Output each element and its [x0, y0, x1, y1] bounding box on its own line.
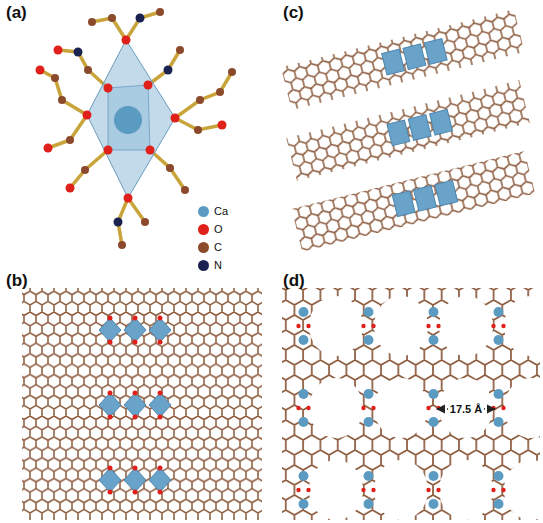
ca-octahedron — [387, 120, 410, 146]
legend-text: O — [214, 224, 223, 235]
ca-octahedron — [430, 109, 453, 135]
legend-swatch — [198, 224, 209, 235]
ca-octahedron — [435, 180, 458, 206]
ca-node — [299, 471, 309, 481]
legend-text: C — [214, 242, 222, 253]
pore — [374, 460, 428, 520]
ca-node — [364, 335, 374, 345]
ca-node — [299, 417, 309, 427]
ca-octahedron — [403, 44, 426, 70]
ca-octahedron — [382, 49, 405, 75]
pore — [309, 378, 363, 438]
ca-node — [364, 307, 374, 317]
ca-node — [364, 417, 374, 427]
ca-node — [429, 335, 439, 345]
pore — [309, 296, 363, 356]
layered-framework-view — [258, 9, 543, 251]
pore — [504, 378, 543, 438]
ca-octahedron — [408, 115, 431, 141]
porous-network-view — [282, 288, 543, 520]
legend-item: O — [198, 224, 223, 235]
ca-octahedron — [99, 393, 121, 417]
legend-item: N — [198, 260, 222, 271]
pore — [374, 296, 428, 356]
ca-node — [494, 471, 504, 481]
ca-octahedron — [124, 393, 146, 417]
ca-octahedron — [99, 318, 121, 342]
ca-node — [494, 335, 504, 345]
legend-text: N — [214, 260, 222, 271]
ca-octahedron — [99, 468, 121, 492]
legend-swatch — [198, 242, 209, 253]
ca-node — [429, 307, 439, 317]
ca-octahedron — [149, 468, 171, 492]
ca-node — [364, 471, 374, 481]
ca-node — [299, 499, 309, 509]
pore — [504, 296, 543, 356]
legend-text: Ca — [214, 206, 228, 217]
ca-node — [494, 499, 504, 509]
ca-node — [494, 417, 504, 427]
panel-label: (a) — [6, 4, 27, 21]
pore — [439, 378, 493, 438]
ca-octahedron — [124, 468, 146, 492]
ca-node — [299, 307, 309, 317]
legend-item: C — [198, 242, 222, 253]
legend-swatch — [198, 260, 209, 271]
framework-side-view — [22, 288, 262, 520]
dimension-label: 17.5 Å — [448, 404, 484, 415]
ca-node — [494, 307, 504, 317]
ca-node — [429, 471, 439, 481]
ca-octahedron — [414, 186, 437, 212]
legend-swatch — [198, 206, 209, 217]
ca-octahedron — [424, 39, 447, 65]
ca-node — [494, 389, 504, 399]
coordination-polyhedron — [36, 8, 237, 249]
ca-node — [364, 389, 374, 399]
ca-node — [299, 389, 309, 399]
ca-node — [429, 499, 439, 509]
ca-octahedron — [392, 191, 415, 217]
panel-label: (b) — [6, 272, 28, 289]
legend-item: Ca — [198, 206, 228, 217]
pore — [439, 296, 493, 356]
panel-label: (c) — [283, 4, 304, 21]
ca-node — [364, 499, 374, 509]
ca-node — [299, 335, 309, 345]
ca-octahedron — [124, 318, 146, 342]
ca-octahedron — [149, 318, 171, 342]
panel-label: (d) — [283, 272, 305, 289]
ca-node — [429, 389, 439, 399]
pore — [439, 460, 493, 520]
pore — [309, 460, 363, 520]
pore — [374, 378, 428, 438]
pore — [504, 460, 543, 520]
ca-octahedron — [149, 393, 171, 417]
ca-node — [429, 417, 439, 427]
